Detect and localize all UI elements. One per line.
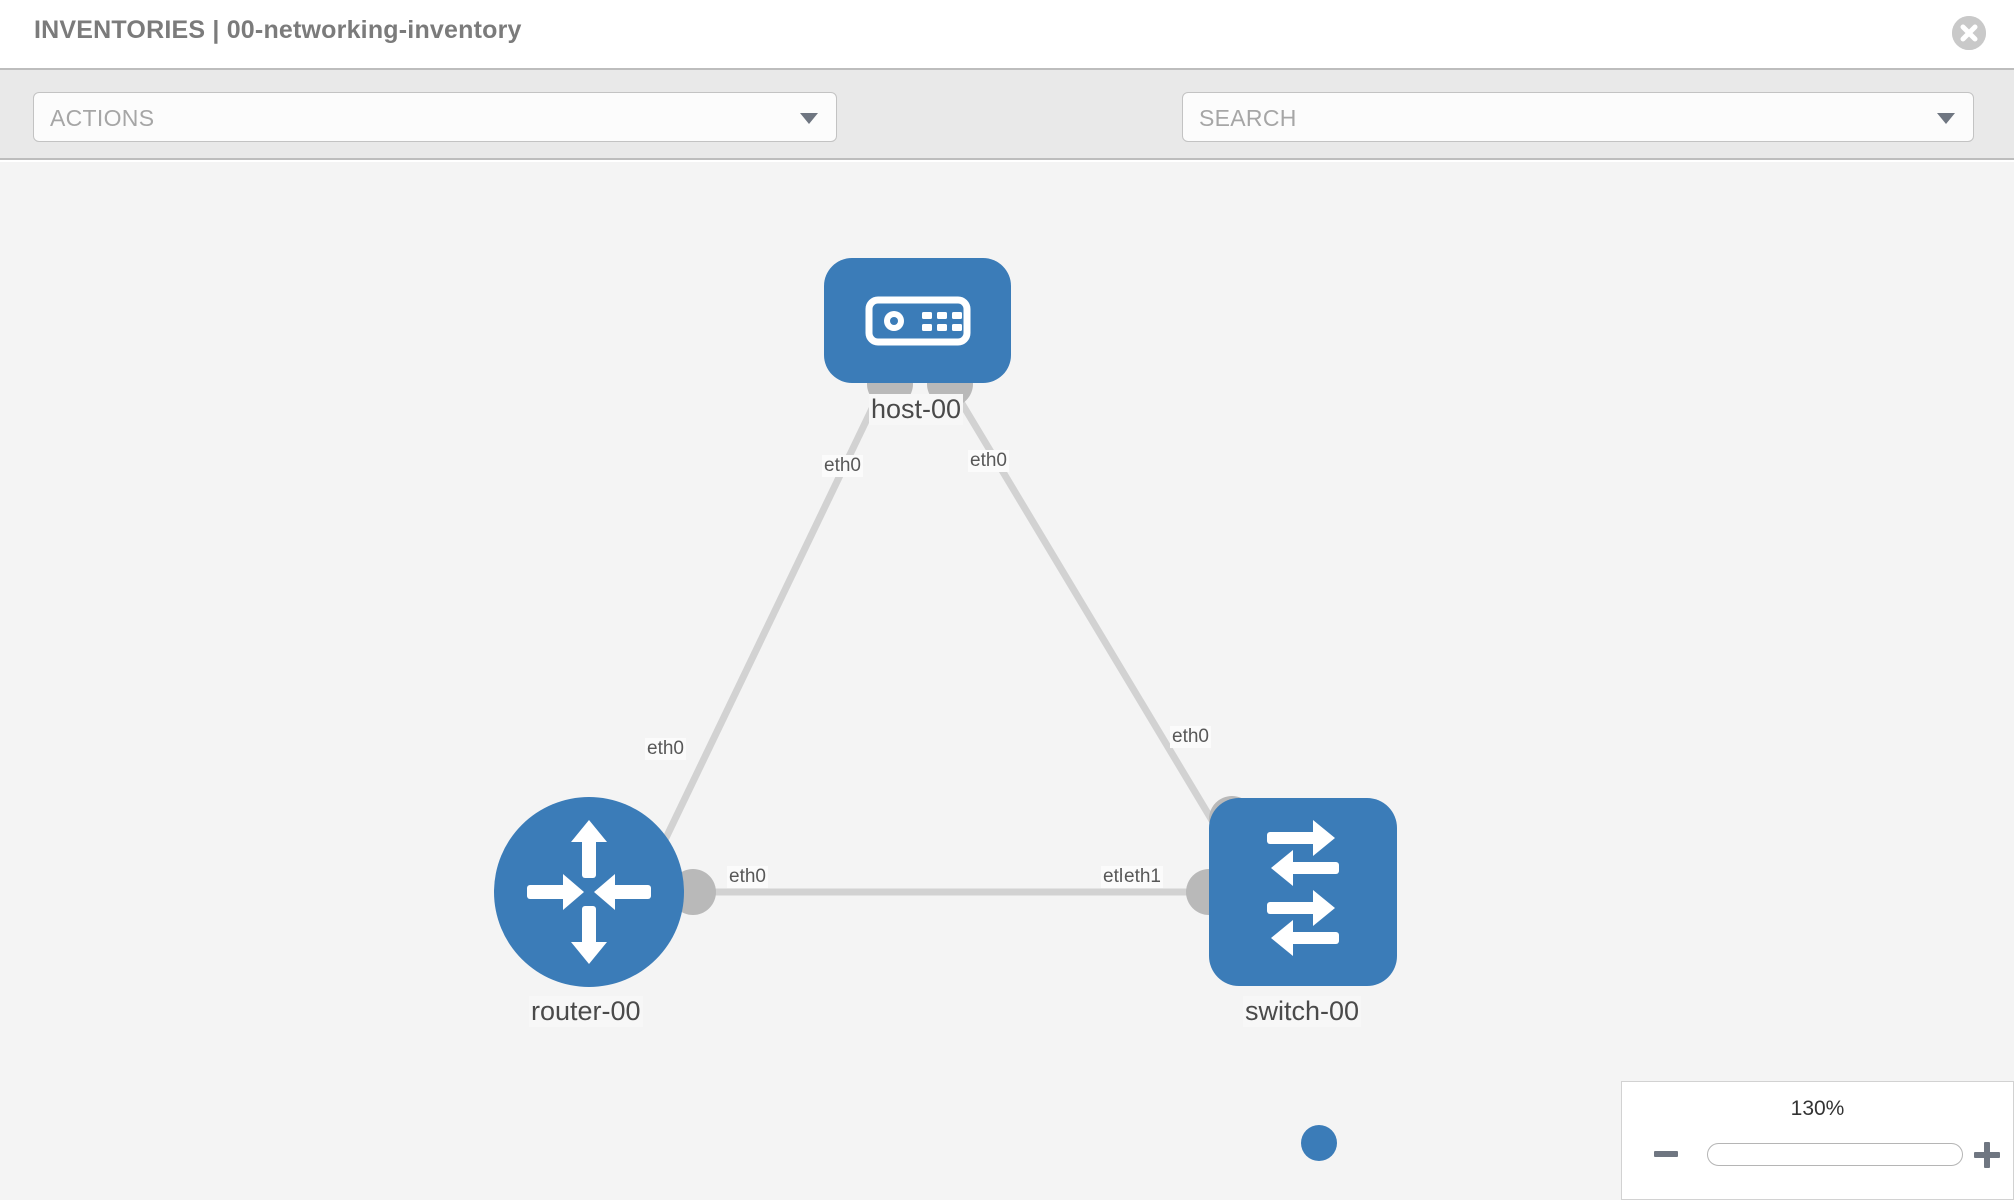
iface-label-host-left: eth0	[822, 455, 863, 477]
toolbar: ACTIONS SEARC	[0, 68, 2014, 200]
topology-ports	[670, 361, 1255, 915]
node-label-router-00: router-00	[529, 996, 643, 1027]
actions-dropdown-label: ACTIONS	[50, 105, 155, 131]
link-host-switch	[951, 390, 1259, 894]
topology-canvas[interactable]: host-00 router-00 switch-00 eth0 eth0 et…	[0, 162, 2014, 1200]
chevron-down-icon	[1937, 113, 1955, 124]
iface-label-router-right: eth0	[727, 866, 768, 888]
iface-label-host-right: eth0	[968, 450, 1009, 472]
zoom-control-panel: 130%	[1621, 1081, 2014, 1200]
topology-links	[636, 390, 1259, 896]
node-switch-00	[1209, 798, 1397, 986]
plus-icon[interactable]	[1974, 1142, 2000, 1168]
minus-icon[interactable]	[1654, 1151, 1678, 1157]
zoom-slider[interactable]	[1707, 1143, 1963, 1166]
node-label-host-00: host-00	[869, 394, 964, 425]
search-placeholder: SEARCH	[1199, 105, 1297, 131]
node-label-switch-00: switch-00	[1243, 996, 1362, 1027]
page-title: INVENTORIES | 00-networking-inventory	[34, 16, 522, 44]
iface-label-switch-up: eth0	[1170, 726, 1211, 748]
zoom-slider-thumb[interactable]	[1301, 1125, 1337, 1161]
node-host-00	[824, 258, 1011, 383]
search-input[interactable]: SEARCH	[1182, 92, 1974, 142]
close-icon[interactable]	[1952, 16, 1986, 50]
node-router-00	[494, 797, 684, 987]
iface-label-router-up: eth0	[645, 738, 686, 760]
actions-dropdown[interactable]: ACTIONS	[33, 92, 837, 142]
iface-label-switch-left-b: eth1	[1122, 866, 1163, 888]
zoom-level-label: 130%	[1790, 1097, 1845, 1120]
chevron-down-icon	[800, 113, 818, 124]
zoom-slider-row	[1622, 1134, 2014, 1178]
window-header: INVENTORIES | 00-networking-inventory	[0, 0, 2014, 68]
